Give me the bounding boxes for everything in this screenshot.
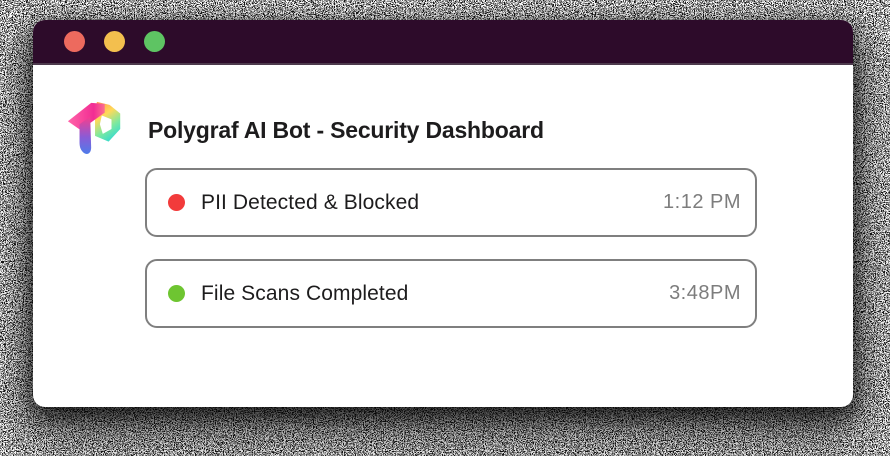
zoom-button[interactable] — [144, 31, 165, 52]
polygraf-logo-icon — [65, 97, 127, 163]
notification-card-pii[interactable]: PII Detected & Blocked 1:12 PM — [145, 168, 757, 237]
window-titlebar — [33, 20, 853, 65]
close-button[interactable] — [64, 31, 85, 52]
notification-timestamp: 1:12 PM — [663, 191, 741, 213]
notification-timestamp: 3:48PM — [669, 282, 741, 304]
notification-card-filescans[interactable]: File Scans Completed 3:48PM — [145, 259, 757, 328]
traffic-lights — [64, 31, 165, 52]
green-dot-icon — [168, 285, 185, 302]
minimize-button[interactable] — [104, 31, 125, 52]
page-title: Polygraf AI Bot - Security Dashboard — [148, 116, 544, 143]
notification-title: File Scans Completed — [201, 281, 409, 305]
dashboard-header: Polygraf AI Bot - Security Dashboard — [65, 97, 853, 163]
red-dot-icon — [168, 194, 185, 211]
app-window: Polygraf AI Bot - Security Dashboard PII… — [33, 20, 853, 407]
window-content: Polygraf AI Bot - Security Dashboard PII… — [33, 65, 853, 328]
notification-list: PII Detected & Blocked 1:12 PM File Scan… — [145, 168, 757, 328]
notification-title: PII Detected & Blocked — [201, 190, 420, 214]
